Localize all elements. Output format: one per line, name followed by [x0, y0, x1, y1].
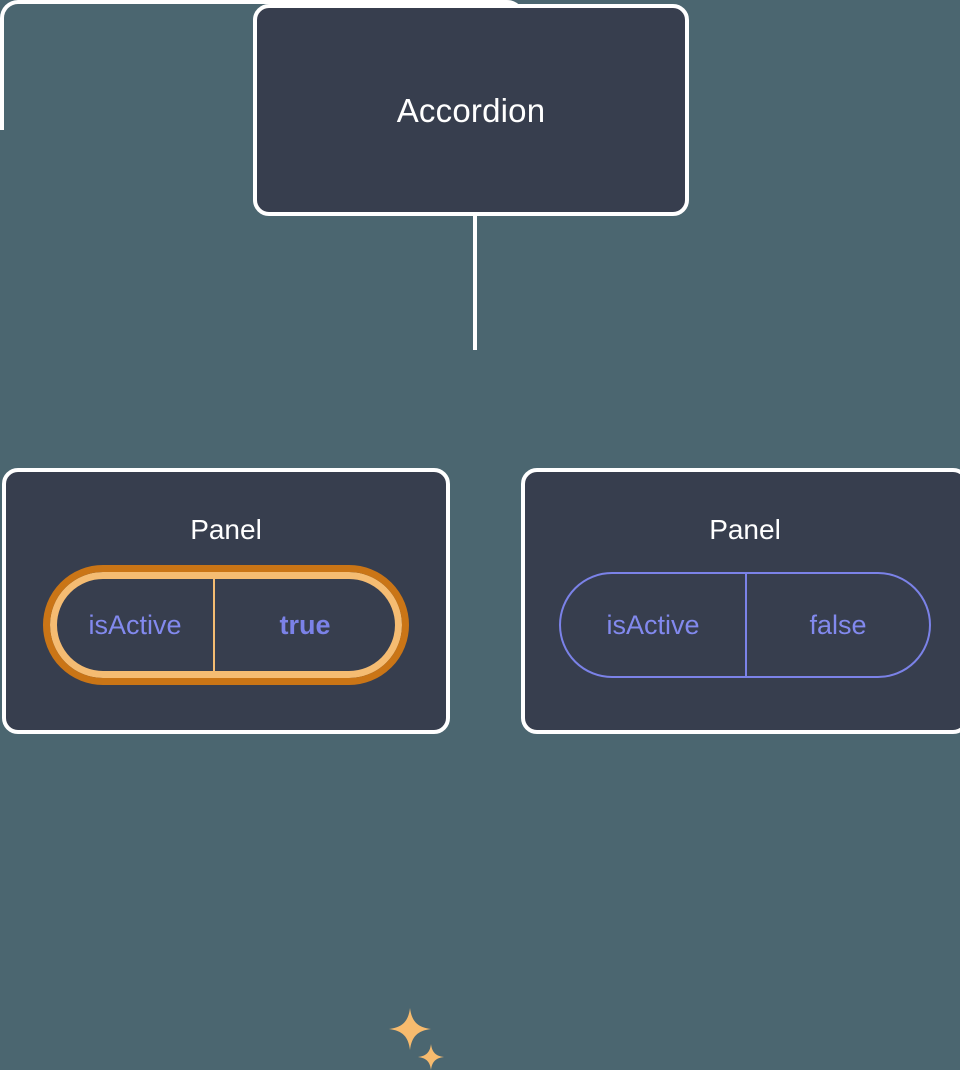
tree-node-panel-active[interactable]: Panel isActive true: [2, 468, 450, 1070]
prop-pill-inactive-wrapper: isActive false: [559, 572, 931, 678]
tree-node-panel-inactive-label: Panel: [709, 514, 781, 545]
prop-pill-active-wrapper: isActive true: [43, 565, 409, 685]
tree-node-accordion[interactable]: Accordion: [253, 4, 689, 216]
tree-node-accordion-label: Accordion: [396, 91, 546, 129]
prop-value-label: true: [213, 579, 395, 671]
prop-pill-isactive-false[interactable]: isActive false: [559, 572, 931, 678]
prop-key-label: isActive: [88, 609, 182, 640]
sparkle-small-icon: [418, 1044, 444, 1070]
prop-key-label: isActive: [606, 609, 700, 640]
connector-root-to-branch: [473, 214, 477, 350]
tree-node-panel-active-label: Panel: [190, 514, 262, 545]
prop-pill-isactive-true[interactable]: isActive true: [43, 565, 409, 685]
prop-value-label: false: [745, 574, 929, 676]
tree-node-panel-inactive[interactable]: Panel isActive false: [521, 468, 960, 734]
sparkle-large-icon: [389, 1008, 431, 1050]
